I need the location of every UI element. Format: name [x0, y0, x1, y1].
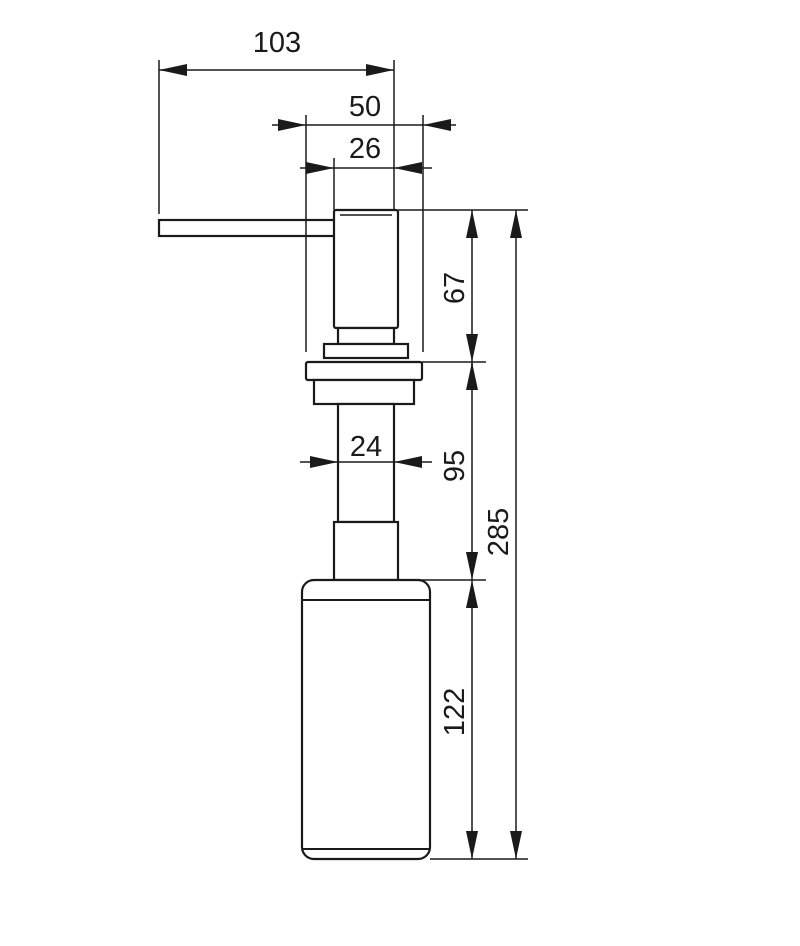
dimension-lines	[159, 64, 522, 859]
label-shank-height: 95	[439, 450, 471, 482]
bottle	[300, 578, 432, 861]
bottle-neck	[332, 520, 400, 582]
label-pump-height: 67	[439, 272, 471, 304]
mounting-nut	[312, 378, 416, 406]
dimension-labels: 103 50 26 24 67 95 122 285	[253, 27, 515, 736]
label-tube-width: 24	[350, 431, 382, 463]
label-overall-height: 285	[483, 508, 515, 556]
extension-lines	[158, 60, 528, 860]
spout	[157, 218, 339, 238]
label-total-width: 103	[253, 27, 301, 59]
label-bottle-height: 122	[439, 688, 471, 736]
shank-tube	[336, 402, 396, 524]
label-pump-width: 26	[349, 133, 381, 165]
dispenser-outline	[157, 208, 432, 861]
pump-neck	[336, 326, 396, 346]
label-collar-width: 50	[349, 91, 381, 123]
pump-head	[332, 208, 400, 330]
mounting-collar	[304, 360, 424, 382]
collar-cap	[322, 342, 410, 360]
